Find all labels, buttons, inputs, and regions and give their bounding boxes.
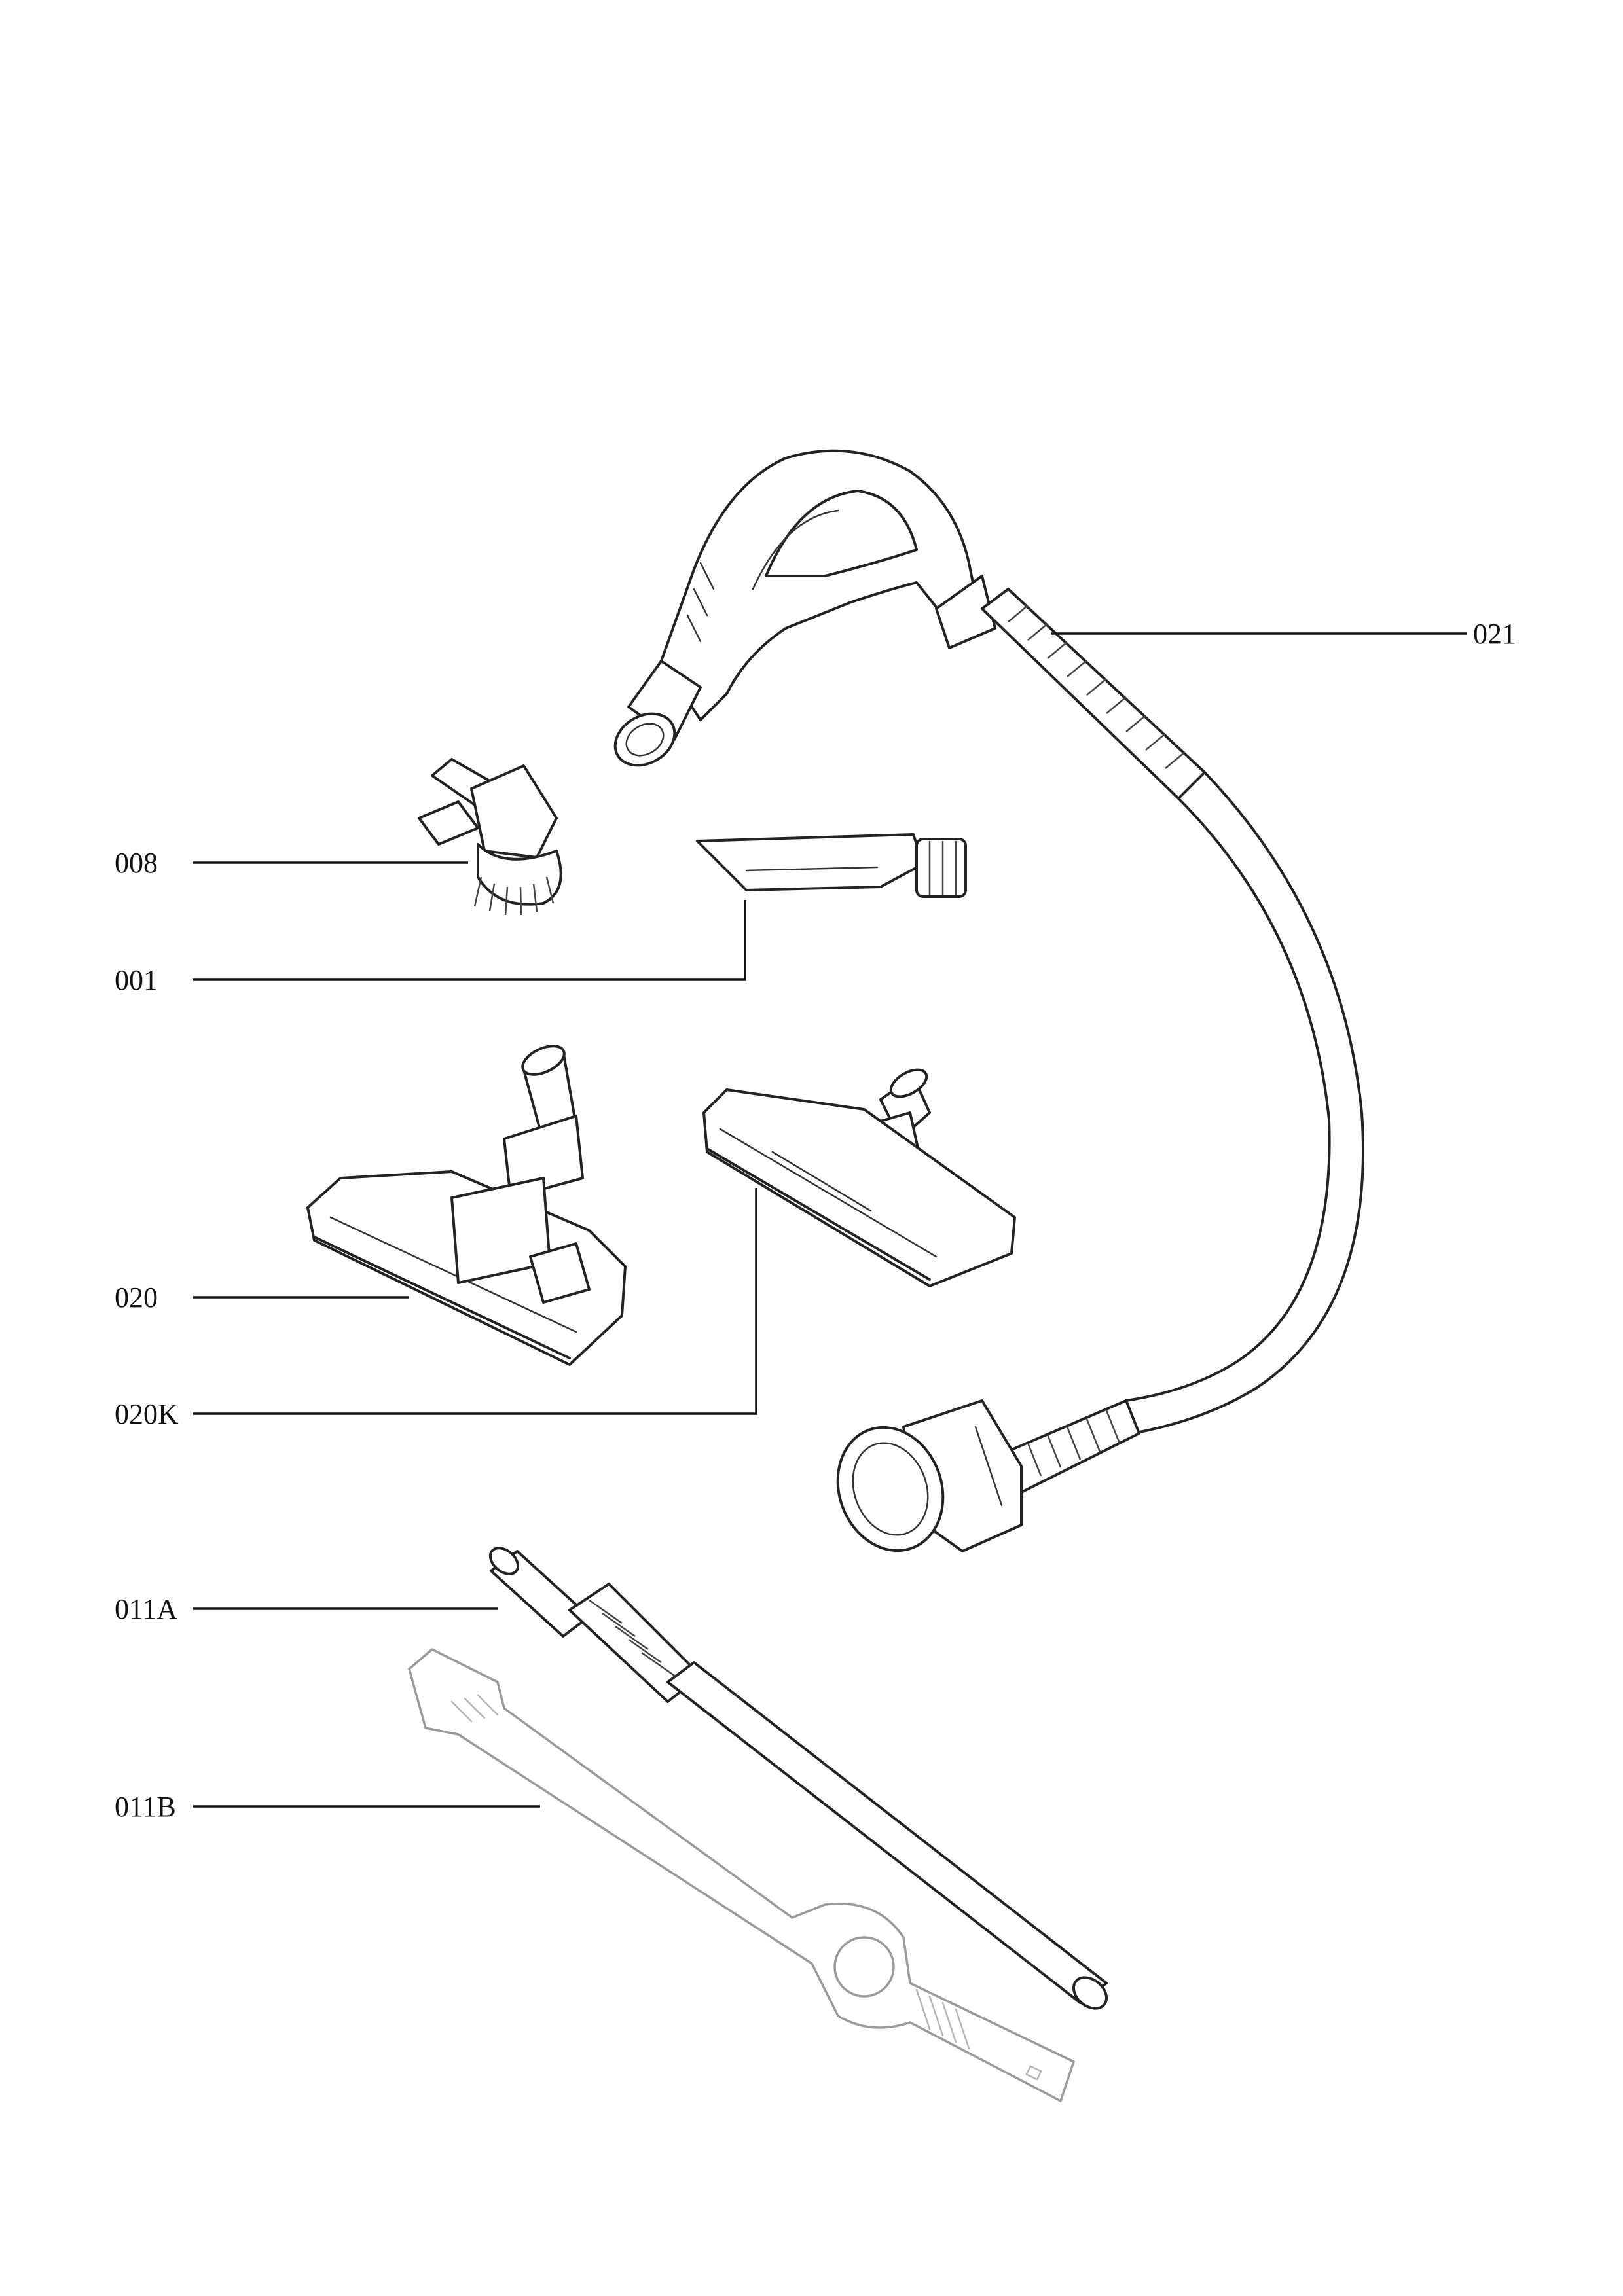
part-020k-floor-nozzle — [702, 1068, 1016, 1287]
leader-001 — [193, 900, 746, 981]
label-011a: 011A — [115, 1593, 177, 1625]
part-008-dusting-brush — [418, 758, 562, 916]
part-001-crevice-tool — [696, 833, 967, 898]
brush-bristles — [473, 876, 555, 916]
part-011a-telescopic-tube — [488, 1547, 1108, 2010]
part-021-hose-assembly — [613, 449, 1364, 1552]
label-020: 020 — [115, 1282, 158, 1314]
part-020-floor-nozzle — [306, 1045, 627, 1366]
label-001: 001 — [115, 964, 158, 996]
tube-grip-ribs — [589, 1599, 675, 1677]
label-020k: 020K — [115, 1398, 179, 1430]
label-011b: 011B — [115, 1791, 176, 1823]
clip-ribs — [450, 1694, 970, 2050]
leader-020k — [193, 1188, 757, 1415]
hose-upper-ribs — [1008, 605, 1186, 769]
label-008: 008 — [115, 847, 158, 879]
label-021: 021 — [1473, 618, 1516, 650]
part-011b-tube-clip — [408, 1648, 1075, 2102]
